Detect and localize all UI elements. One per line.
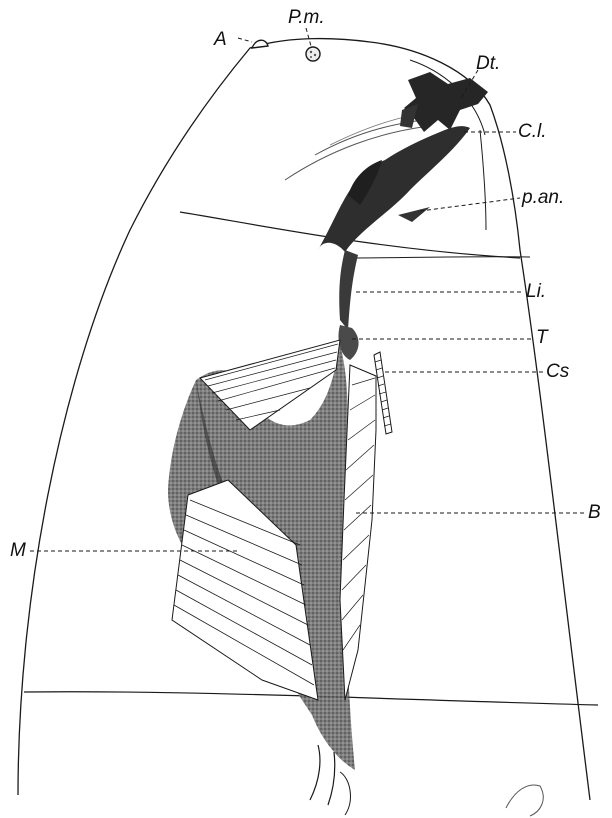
label-a: A [214, 30, 227, 49]
label-li: Li. [526, 282, 546, 301]
pm-knob [306, 47, 320, 61]
label-b: B [588, 503, 601, 522]
intestine [310, 745, 320, 800]
label-pan: p.an. [522, 188, 564, 207]
label-pm: P.m. [288, 8, 325, 27]
label-m: M [10, 541, 26, 560]
label-dt: Dt. [476, 54, 500, 73]
mastax-jaw [318, 126, 470, 252]
antenna-shape [252, 40, 268, 48]
oesophagus-li [339, 250, 358, 330]
label-cl: C.l. [518, 122, 547, 141]
teeth-dt [404, 72, 488, 132]
label-cs: Cs [546, 362, 569, 381]
label-t: T [536, 328, 548, 347]
